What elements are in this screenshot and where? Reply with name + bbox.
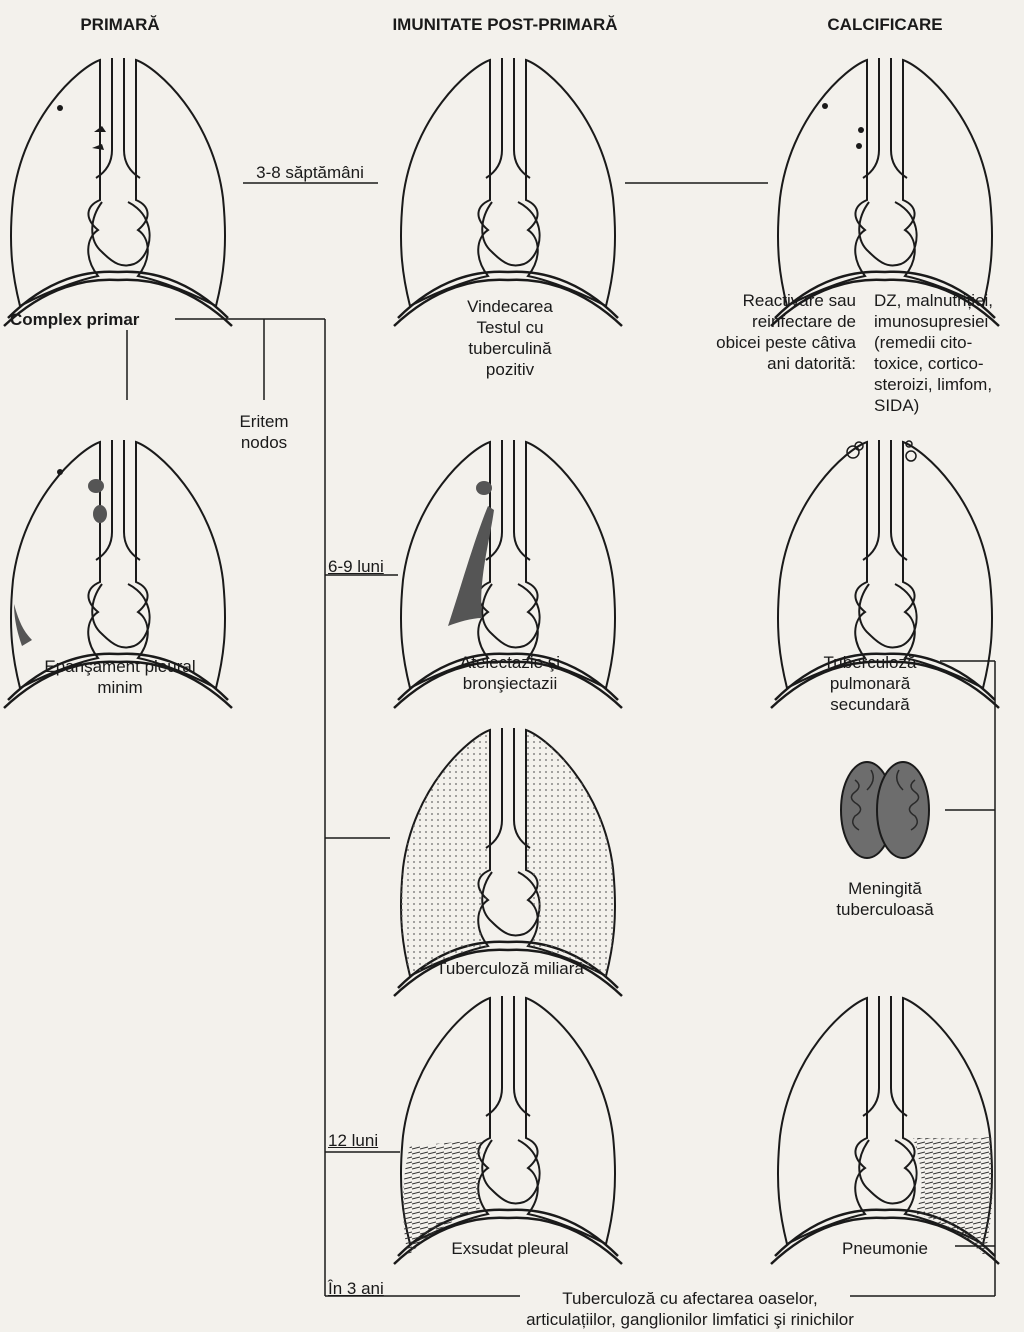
header-post-primary: IMUNITATE POST-PRIMARĂ (345, 14, 665, 35)
label-bone-tb: Tuberculoză cu afectarea oaselor, articu… (470, 1288, 910, 1330)
label-causes: DZ, malnutriției, imunosupresiei (remedi… (874, 290, 1022, 416)
reactivation-line-2: reinfectare de (660, 311, 856, 332)
causes-line-1: DZ, malnutriției, (874, 290, 1022, 311)
label-weeks: 3-8 săptămâni (240, 162, 380, 183)
atelectasis-line-2: bronşiectazii (410, 673, 610, 694)
label-erythema: Eritem nodos (214, 411, 314, 453)
effusion-line-2: minim (10, 677, 230, 698)
meningitis-line-1: Meningită (800, 878, 970, 899)
header-primary: PRIMARĂ (60, 14, 180, 35)
header-calcification: CALCIFICARE (790, 14, 980, 35)
label-secondary-tb: Tuberculoză pulmonară secundară (800, 652, 940, 715)
label-years-3: În 3 ani (328, 1278, 418, 1299)
label-healing: Vindecarea Testul cu tuberculină pozitiv (420, 296, 600, 380)
causes-line-6: SIDA) (874, 395, 1022, 416)
label-months-6-9: 6-9 luni (328, 556, 408, 577)
effusion-line-1: Epanşament pleural (10, 656, 230, 677)
healing-line-2: Testul cu (420, 317, 600, 338)
label-miliary: Tuberculoză miliară (400, 958, 620, 979)
lungs-icon (394, 58, 622, 326)
bone-tb-line-2: articulațiilor, ganglionilor limfatici ş… (470, 1309, 910, 1330)
label-meningitis: Meningită tuberculoasă (800, 878, 970, 920)
brain-icon (841, 762, 929, 858)
atelectasis-line-1: Atelectazie şi (410, 652, 610, 673)
reactivation-line-3: obicei peste câtiva (660, 332, 856, 353)
secondary-tb-line-1: Tuberculoză (800, 652, 940, 673)
erythema-line-1: Eritem (214, 411, 314, 432)
label-atelectasis: Atelectazie şi bronşiectazii (410, 652, 610, 694)
lungs-icon (394, 728, 622, 996)
label-pneumonia: Pneumonie (810, 1238, 960, 1259)
reactivation-line-4: ani datorită: (660, 353, 856, 374)
erythema-line-2: nodos (214, 432, 314, 453)
causes-line-3: (remedii cito- (874, 332, 1022, 353)
healing-line-1: Vindecarea (420, 296, 600, 317)
causes-line-4: toxice, cortico- (874, 353, 1022, 374)
causes-line-5: steroizi, limfom, (874, 374, 1022, 395)
secondary-tb-line-2: pulmonară (800, 673, 940, 694)
lungs-icon (771, 58, 999, 326)
meningitis-line-2: tuberculoasă (800, 899, 970, 920)
secondary-tb-line-3: secundară (800, 694, 940, 715)
lungs-icon (4, 58, 232, 326)
lungs-icon (394, 996, 622, 1264)
reactivation-line-1: Reactivare sau (660, 290, 856, 311)
label-reactivation: Reactivare sau reinfectare de obicei pes… (660, 290, 856, 374)
label-primary-complex: Complex primar (10, 309, 180, 330)
label-effusion: Epanşament pleural minim (10, 656, 230, 698)
causes-line-2: imunosupresiei (874, 311, 1022, 332)
healing-line-4: pozitiv (420, 359, 600, 380)
label-pleural-exudate: Exsudat pleural (410, 1238, 610, 1259)
bone-tb-line-1: Tuberculoză cu afectarea oaselor, (470, 1288, 910, 1309)
lungs-icon (771, 996, 999, 1264)
label-months-12: 12 luni (328, 1130, 408, 1151)
healing-line-3: tuberculină (420, 338, 600, 359)
